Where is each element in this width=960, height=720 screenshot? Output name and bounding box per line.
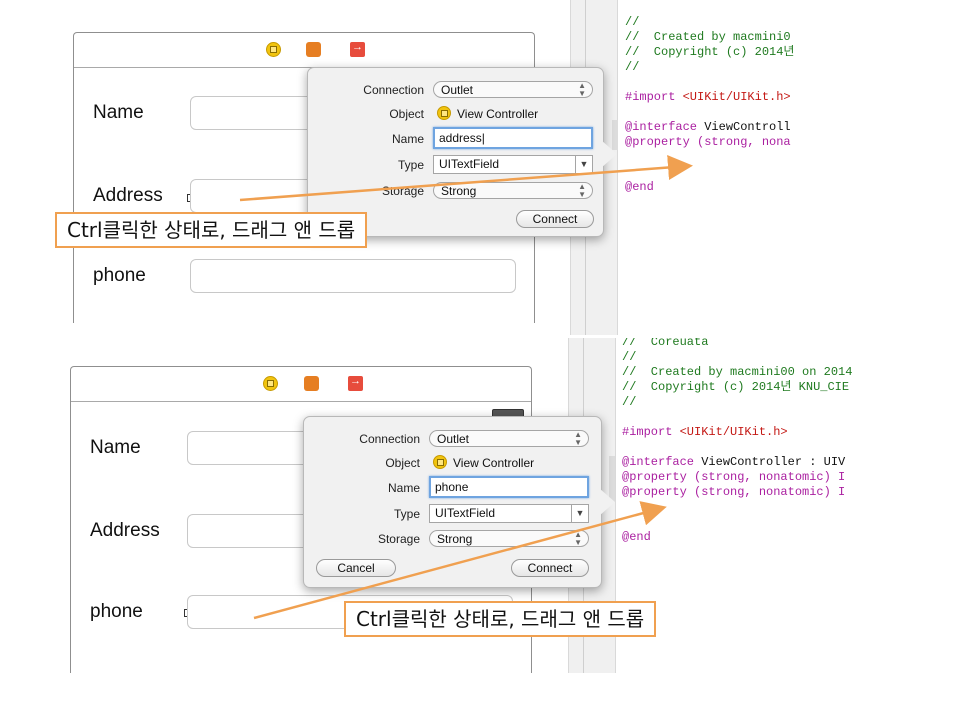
type-label: Type [397, 158, 424, 172]
stepper-icon: ▲▼ [574, 530, 582, 547]
code-property-attrs: (strong, nona [689, 135, 791, 149]
connection-label: Connection [359, 432, 420, 446]
first-responder-icon[interactable] [304, 376, 319, 391]
code-comment: // Created by macmini00 on 2014 [622, 365, 853, 379]
address-label: Address [93, 185, 163, 206]
code-comment: // [622, 395, 637, 409]
name-label: Name [387, 481, 420, 495]
code-import: #import [622, 425, 680, 439]
exit-icon[interactable] [350, 41, 365, 57]
code-editor[interactable]: // Coreuata // // Created by macmini00 o… [622, 338, 862, 550]
storage-value: Strong [441, 184, 477, 198]
code-comment: // [625, 60, 640, 74]
code-comment: // Created by macmini0 [625, 30, 791, 44]
code-comment: // Copyright (c) 2014년 KNU_CIE [622, 380, 850, 394]
storage-label: Storage [377, 532, 420, 546]
code-import-path: <UIKit/UIKit.h> [682, 90, 791, 104]
connection-value: Outlet [441, 83, 474, 97]
exit-icon[interactable] [348, 375, 363, 391]
code-interface-name: ViewControll [697, 120, 791, 134]
connection-select[interactable]: Outlet ▲▼ [429, 430, 589, 447]
popover-arrow [601, 140, 617, 168]
code-property-attrs: (strong, nonatomic) I [686, 485, 846, 499]
scene-dock [71, 367, 531, 402]
code-comment: // Copyright (c) 2014년 [625, 45, 795, 59]
stepper-icon: ▲▼ [574, 430, 582, 447]
stepper-icon: ▲▼ [578, 81, 586, 98]
code-property-keyword: @property [625, 135, 690, 149]
instruction-callout: Ctrl클릭한 상태로, 드래그 앤 드롭 [55, 212, 368, 248]
type-value: UITextField [435, 506, 496, 520]
code-property-keyword: @property [622, 485, 687, 499]
code-comment: // [625, 15, 640, 29]
top-screenshot-panel: Name Address phone // // Created by macm… [0, 0, 960, 335]
type-combo[interactable]: UITextField ▼ [433, 155, 593, 174]
phone-label: phone [93, 265, 146, 286]
connection-label: Connection [363, 83, 424, 97]
code-interface-name: ViewController : UIV [694, 455, 846, 469]
code-comment: // [622, 350, 637, 364]
stepper-icon: ▲▼ [578, 182, 586, 199]
code-import: #import [625, 90, 683, 104]
outlet-name-value: address [439, 131, 482, 145]
storage-select[interactable]: Strong ▲▼ [429, 530, 589, 547]
connection-popover: Connection Outlet ▲▼ Object View Controll… [303, 416, 602, 588]
outlet-name-input[interactable]: address| [433, 127, 593, 149]
name-label: Name [93, 102, 144, 123]
storage-select[interactable]: Strong ▲▼ [433, 182, 593, 199]
phone-label: phone [90, 601, 143, 622]
object-value: View Controller [453, 456, 535, 470]
code-import-path: <UIKit/UIKit.h> [679, 425, 788, 439]
view-controller-icon[interactable] [266, 42, 281, 57]
type-value: UITextField [439, 157, 500, 171]
connection-value: Outlet [437, 432, 470, 446]
popover-arrow [599, 488, 615, 516]
object-label: Object [385, 456, 420, 470]
code-comment: // Coreuata [622, 338, 709, 349]
object-value: View Controller [457, 107, 539, 121]
connection-select[interactable]: Outlet ▲▼ [433, 81, 593, 98]
outlet-name-value: phone [435, 480, 469, 494]
code-property-attrs: (strong, nonatomic) I [686, 470, 846, 484]
bottom-screenshot-panel: Name Address phone // Coreuata // // Cre… [0, 338, 960, 673]
code-interface-keyword: @interface [622, 455, 695, 469]
storage-label: Storage [381, 184, 424, 198]
name-label: Name [391, 132, 424, 146]
code-editor[interactable]: // // Created by macmini0 // Copyright (… [625, 15, 805, 215]
phone-text-field[interactable] [190, 259, 516, 293]
line-highlight [612, 120, 618, 150]
storage-value: Strong [437, 532, 473, 546]
view-controller-icon [433, 455, 447, 469]
view-controller-icon[interactable] [263, 376, 278, 391]
connect-button[interactable]: Connect [511, 559, 589, 577]
dropdown-icon[interactable]: ▼ [571, 505, 588, 522]
address-label: Address [90, 520, 160, 541]
view-controller-icon [437, 106, 451, 120]
connect-button[interactable]: Connect [516, 210, 594, 228]
line-highlight [609, 456, 615, 502]
code-interface-keyword: @interface [625, 120, 698, 134]
type-combo[interactable]: UITextField ▼ [429, 504, 589, 523]
type-label: Type [393, 507, 420, 521]
cancel-button[interactable]: Cancel [316, 559, 396, 577]
dropdown-icon[interactable]: ▼ [575, 156, 592, 173]
scene-dock [74, 33, 534, 68]
code-end-keyword: @end [622, 530, 651, 544]
instruction-callout: Ctrl클릭한 상태로, 드래그 앤 드롭 [344, 601, 657, 637]
first-responder-icon[interactable] [306, 42, 321, 57]
object-label: Object [389, 107, 424, 121]
code-end-keyword: @end [625, 180, 654, 194]
code-property-keyword: @property [622, 470, 687, 484]
name-label: Name [90, 437, 141, 458]
outlet-name-input[interactable]: phone [429, 476, 589, 498]
